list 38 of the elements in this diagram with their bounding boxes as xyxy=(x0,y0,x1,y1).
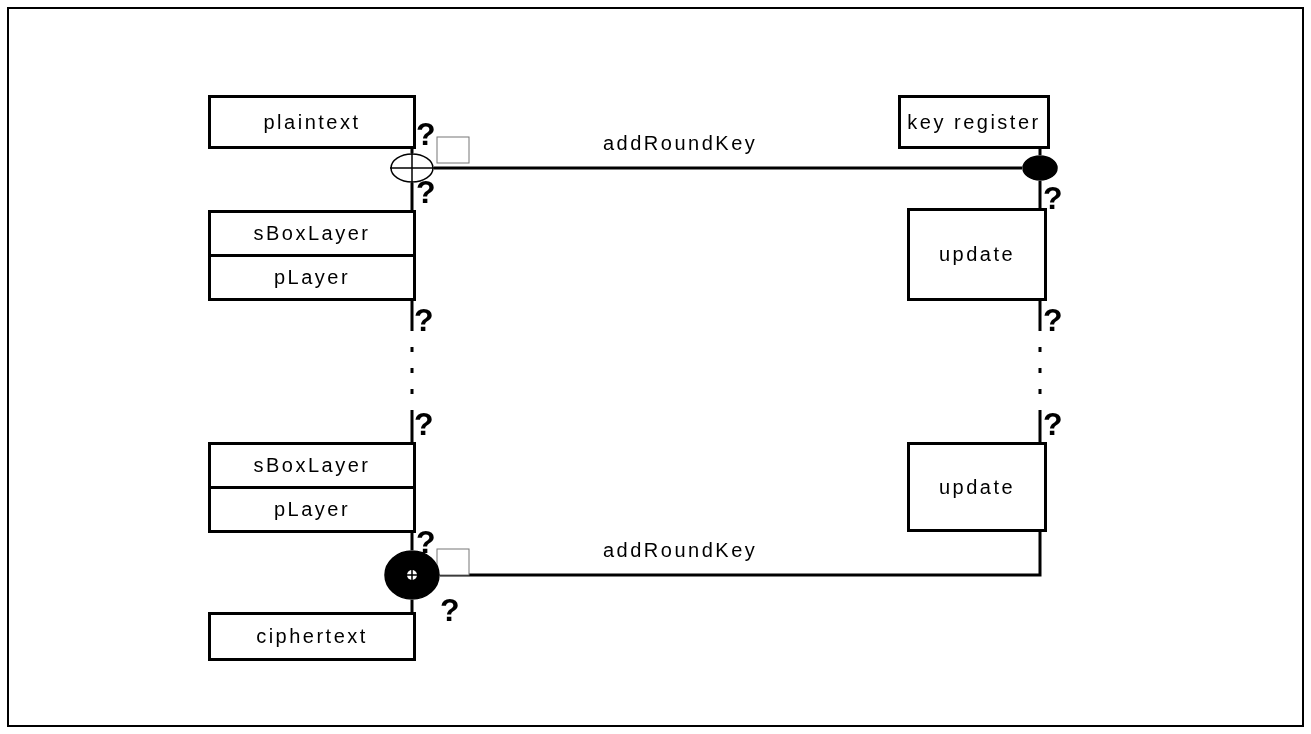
process-box xyxy=(208,612,416,661)
question-mark: ? xyxy=(416,526,436,558)
box-label: update xyxy=(938,475,1016,499)
connector-line xyxy=(410,183,414,210)
process-box xyxy=(208,95,416,149)
question-mark: ? xyxy=(1043,182,1063,214)
connector-line xyxy=(1038,149,1042,155)
box-label: plaintext xyxy=(263,110,361,134)
box-label: ciphertext xyxy=(256,625,368,648)
junction-dot xyxy=(1022,155,1058,181)
question-mark: ? xyxy=(440,594,460,626)
dotted-connector xyxy=(1038,301,1042,442)
connector-line xyxy=(1038,181,1042,208)
question-mark: ? xyxy=(416,176,436,208)
dotted-connector xyxy=(410,301,414,442)
box-label: key register xyxy=(907,110,1041,134)
box-label: sBoxLayer xyxy=(253,222,371,245)
connector-line xyxy=(434,166,1022,170)
question-mark: ? xyxy=(416,118,436,150)
box-label: sBoxLayer xyxy=(253,454,371,477)
process-box xyxy=(208,254,416,301)
box-label: pLayer xyxy=(273,498,351,521)
question-mark: ? xyxy=(414,408,434,440)
process-box xyxy=(208,442,416,489)
box-label: pLayer xyxy=(273,266,351,289)
question-mark: ? xyxy=(1043,408,1063,440)
connector-line xyxy=(410,149,414,153)
xor-symbol xyxy=(390,153,434,183)
process-box xyxy=(907,208,1047,301)
process-box xyxy=(898,95,1050,149)
connector-line xyxy=(410,600,414,612)
process-box xyxy=(208,486,416,533)
question-mark: ? xyxy=(1043,304,1063,336)
process-box xyxy=(208,210,416,257)
connector-line xyxy=(410,533,414,550)
process-box xyxy=(907,442,1047,532)
box-label: update xyxy=(938,243,1016,266)
question-mark: ? xyxy=(414,304,434,336)
